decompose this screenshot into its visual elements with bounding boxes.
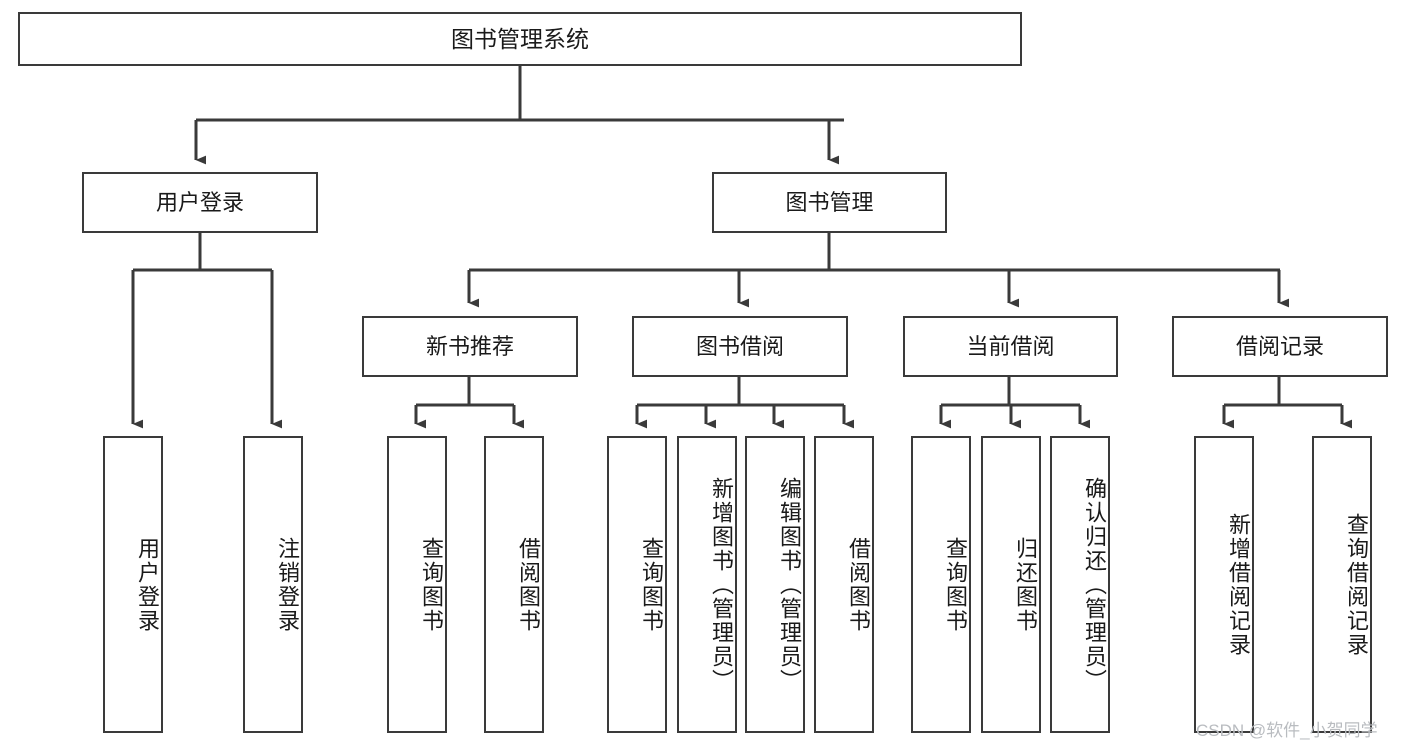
node-user-login[interactable]: 用户登录 [82,172,318,233]
node-leaf-current-query-book[interactable]: 查询图书 [911,436,971,733]
node-leaf-current-query-book-label: 查询图书 [943,536,968,633]
node-user-login-label: 用户登录 [155,189,244,215]
node-new-book-recommend[interactable]: 新书推荐 [362,316,578,377]
node-leaf-borrow-edit-book-label: 编辑图书（管理员） [777,476,802,693]
node-book-borrow-label: 图书借阅 [695,333,784,359]
node-leaf-user-logout-label: 注销登录 [275,536,300,633]
node-leaf-rec-query-book-label: 查询图书 [419,536,444,633]
node-leaf-record-query-label: 查询借阅记录 [1344,512,1369,657]
node-book-borrow[interactable]: 图书借阅 [632,316,848,377]
node-leaf-borrow-add-book[interactable]: 新增图书（管理员） [677,436,737,733]
node-leaf-borrow-add-book-label: 新增图书（管理员） [709,476,734,693]
node-leaf-record-query[interactable]: 查询借阅记录 [1312,436,1372,733]
node-borrow-record-label: 借阅记录 [1235,333,1324,359]
watermark-text: CSDN @软件_小贺同学 [1196,721,1378,740]
node-book-manage[interactable]: 图书管理 [712,172,947,233]
node-leaf-record-add[interactable]: 新增借阅记录 [1194,436,1254,733]
node-root[interactable]: 图书管理系统 [18,12,1022,66]
node-borrow-record[interactable]: 借阅记录 [1172,316,1388,377]
node-root-label: 图书管理系统 [451,25,589,52]
node-leaf-borrow-query-book[interactable]: 查询图书 [607,436,667,733]
node-leaf-borrow-borrow-book-label: 借阅图书 [846,536,871,633]
node-book-manage-label: 图书管理 [785,189,874,215]
node-new-book-recommend-label: 新书推荐 [425,333,514,359]
node-current-borrow[interactable]: 当前借阅 [903,316,1118,377]
node-leaf-current-confirm-return[interactable]: 确认归还（管理员） [1050,436,1110,733]
node-leaf-rec-borrow-book[interactable]: 借阅图书 [484,436,544,733]
node-leaf-record-add-label: 新增借阅记录 [1226,512,1251,657]
node-leaf-user-login-label: 用户登录 [135,536,160,633]
node-leaf-borrow-query-book-label: 查询图书 [639,536,664,633]
node-leaf-current-return-book-label: 归还图书 [1013,536,1038,633]
node-current-borrow-label: 当前借阅 [966,333,1055,359]
node-leaf-borrow-borrow-book[interactable]: 借阅图书 [814,436,874,733]
node-leaf-user-login[interactable]: 用户登录 [103,436,163,733]
node-leaf-rec-borrow-book-label: 借阅图书 [516,536,541,633]
node-leaf-current-confirm-return-label: 确认归还（管理员） [1082,476,1107,693]
node-leaf-current-return-book[interactable]: 归还图书 [981,436,1041,733]
node-leaf-borrow-edit-book[interactable]: 编辑图书（管理员） [745,436,805,733]
node-leaf-user-logout[interactable]: 注销登录 [243,436,303,733]
node-leaf-rec-query-book[interactable]: 查询图书 [387,436,447,733]
